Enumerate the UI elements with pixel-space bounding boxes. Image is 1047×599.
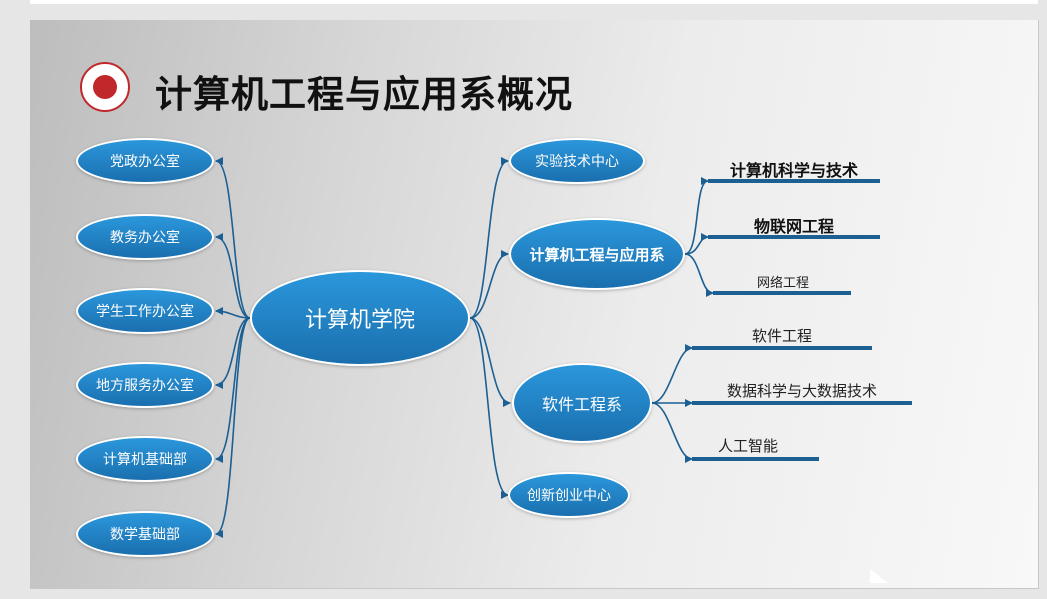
node-party-office[interactable]: 党政办公室 — [76, 138, 214, 184]
node-school-of-computing[interactable]: 计算机学院 — [250, 270, 470, 366]
node-academic-office[interactable]: 教务办公室 — [76, 214, 214, 260]
major-cs: 计算机科学与技术 — [729, 161, 858, 180]
university-logo — [80, 62, 130, 112]
major-software: 软件工程 — [751, 327, 812, 345]
major-iot: 物联网工程 — [753, 217, 834, 236]
node-math-basics-dept[interactable]: 数学基础部 — [76, 511, 214, 557]
node-local-service-office[interactable]: 地方服务办公室 — [76, 362, 214, 408]
top-bar — [30, 0, 1038, 4]
node-computer-basics-dept[interactable]: 计算机基础部 — [76, 436, 214, 482]
major-ai: 人工智能 — [718, 437, 779, 455]
node-software-engineering-dept[interactable]: 软件工程系 — [512, 363, 652, 443]
page-curl-corner — [870, 569, 888, 583]
slide-title: 计算机工程与应用系概况 — [155, 73, 573, 116]
major-data-science: 数据科学与大数据技术 — [726, 382, 877, 400]
node-innovation-center[interactable]: 创新创业中心 — [508, 472, 630, 518]
node-student-affairs-office[interactable]: 学生工作办公室 — [76, 288, 214, 334]
node-lab-center[interactable]: 实验技术中心 — [509, 138, 645, 184]
major-network: 网络工程 — [756, 276, 809, 291]
node-computer-engineering-dept[interactable]: 计算机工程与应用系 — [509, 218, 685, 290]
